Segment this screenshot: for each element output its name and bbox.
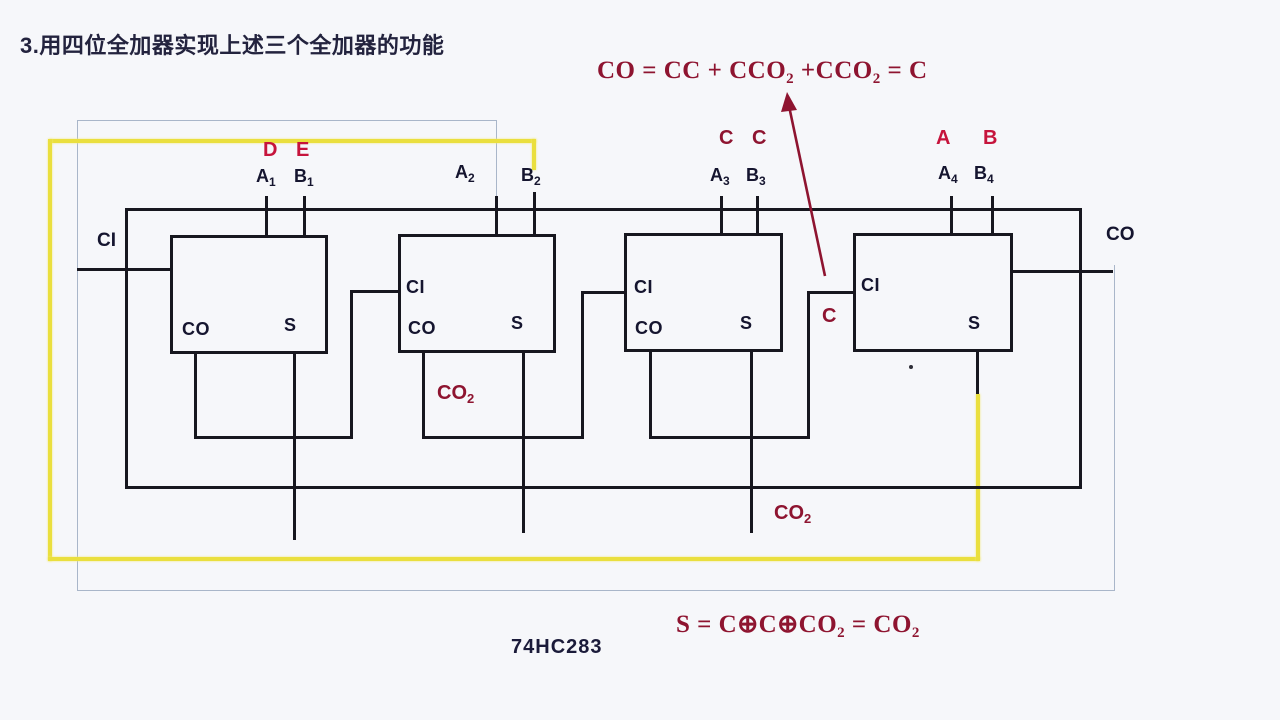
red-label-co2-bottom: CO2 bbox=[774, 502, 812, 526]
fa1-co-label: CO bbox=[182, 319, 210, 339]
wire-s2-out bbox=[522, 351, 525, 533]
label-b3: B3 bbox=[746, 165, 766, 188]
red-label-d: D bbox=[263, 139, 278, 161]
wire-co2-across bbox=[422, 436, 584, 439]
yellow-wire-bottom bbox=[48, 557, 980, 561]
red-label-c1: C bbox=[719, 127, 734, 149]
fa4-s-label: S bbox=[968, 313, 981, 333]
fa3-co-label: CO bbox=[635, 318, 663, 338]
external-ci-label: CI bbox=[97, 230, 116, 251]
wire-ci3-riser bbox=[581, 291, 584, 439]
wire-co-out bbox=[1011, 270, 1113, 273]
wire-ci2-in bbox=[350, 290, 398, 293]
wire-s4-out bbox=[976, 350, 979, 394]
formula-s: S = C⊕C⊕CO2 = CO2 bbox=[676, 611, 920, 641]
wire-co2-down bbox=[422, 351, 425, 439]
red-label-a: A bbox=[936, 127, 951, 149]
wire-ci2-riser bbox=[350, 290, 353, 439]
fa3-ci-label: CI bbox=[634, 277, 653, 297]
wire-a3 bbox=[720, 196, 723, 235]
label-a2: A2 bbox=[455, 162, 475, 185]
wire-co1-across bbox=[194, 436, 353, 439]
outer-bus-rectangle bbox=[125, 208, 1082, 489]
wire-s1-out bbox=[293, 352, 296, 540]
wire-b3 bbox=[756, 196, 759, 235]
yellow-wire-s4-drop bbox=[976, 394, 980, 561]
fa2-co-label: CO bbox=[408, 318, 436, 338]
fa1-box bbox=[170, 235, 328, 354]
wire-a4 bbox=[950, 196, 953, 235]
faint-frame-top bbox=[77, 120, 497, 121]
fa3-s-label: S bbox=[740, 313, 753, 333]
fa1-s-label: S bbox=[284, 315, 297, 335]
external-co-label: CO bbox=[1106, 224, 1135, 245]
label-a3: A3 bbox=[710, 165, 730, 188]
label-a1: A1 bbox=[256, 166, 276, 189]
label-b4: B4 bbox=[974, 163, 994, 186]
label-a4: A4 bbox=[938, 163, 958, 186]
fa2-box bbox=[398, 234, 556, 353]
faint-frame-left bbox=[77, 120, 78, 591]
red-label-e: E bbox=[296, 139, 310, 161]
page-title: 3.用四位全加器实现上述三个全加器的功能 bbox=[20, 33, 445, 58]
wire-co3-down bbox=[649, 350, 652, 439]
wire-b1 bbox=[303, 196, 306, 237]
faint-frame-top-right-drop bbox=[496, 120, 497, 197]
wire-b4 bbox=[991, 196, 994, 235]
wire-ci3-in bbox=[581, 291, 624, 294]
wire-a1 bbox=[265, 196, 268, 237]
red-label-co2-mid: CO2 bbox=[437, 382, 475, 406]
faint-frame-bottom bbox=[77, 590, 1115, 591]
wire-s3-out bbox=[750, 350, 753, 533]
wire-ci4-riser bbox=[807, 291, 810, 439]
label-b1: B1 bbox=[294, 166, 314, 189]
fa2-s-label: S bbox=[511, 313, 524, 333]
label-b2: B2 bbox=[521, 165, 541, 188]
arrow-up-icon bbox=[781, 92, 827, 277]
stray-dot bbox=[909, 365, 913, 369]
yellow-wire-left bbox=[48, 139, 52, 561]
wire-ci-in bbox=[77, 268, 170, 271]
chip-name-label: 74HC283 bbox=[511, 636, 603, 658]
fa3-box bbox=[624, 233, 783, 352]
red-label-c2: C bbox=[752, 127, 767, 149]
fa4-box bbox=[853, 233, 1013, 352]
wire-a2 bbox=[495, 196, 498, 236]
wire-co3-across bbox=[649, 436, 810, 439]
wire-ci4-in bbox=[807, 291, 853, 294]
faint-frame-right bbox=[1114, 265, 1115, 591]
wire-co1-down bbox=[194, 352, 197, 439]
red-label-c-wire: C bbox=[822, 305, 837, 327]
wire-b2 bbox=[533, 192, 536, 236]
formula-co: CO = CC + CCO2 +CCO2 = C bbox=[597, 57, 928, 87]
fa4-ci-label: CI bbox=[861, 275, 880, 295]
fa2-ci-label: CI bbox=[406, 277, 425, 297]
yellow-wire-b2-drop bbox=[532, 139, 536, 170]
yellow-wire-top bbox=[50, 139, 536, 143]
red-label-b: B bbox=[983, 127, 998, 149]
